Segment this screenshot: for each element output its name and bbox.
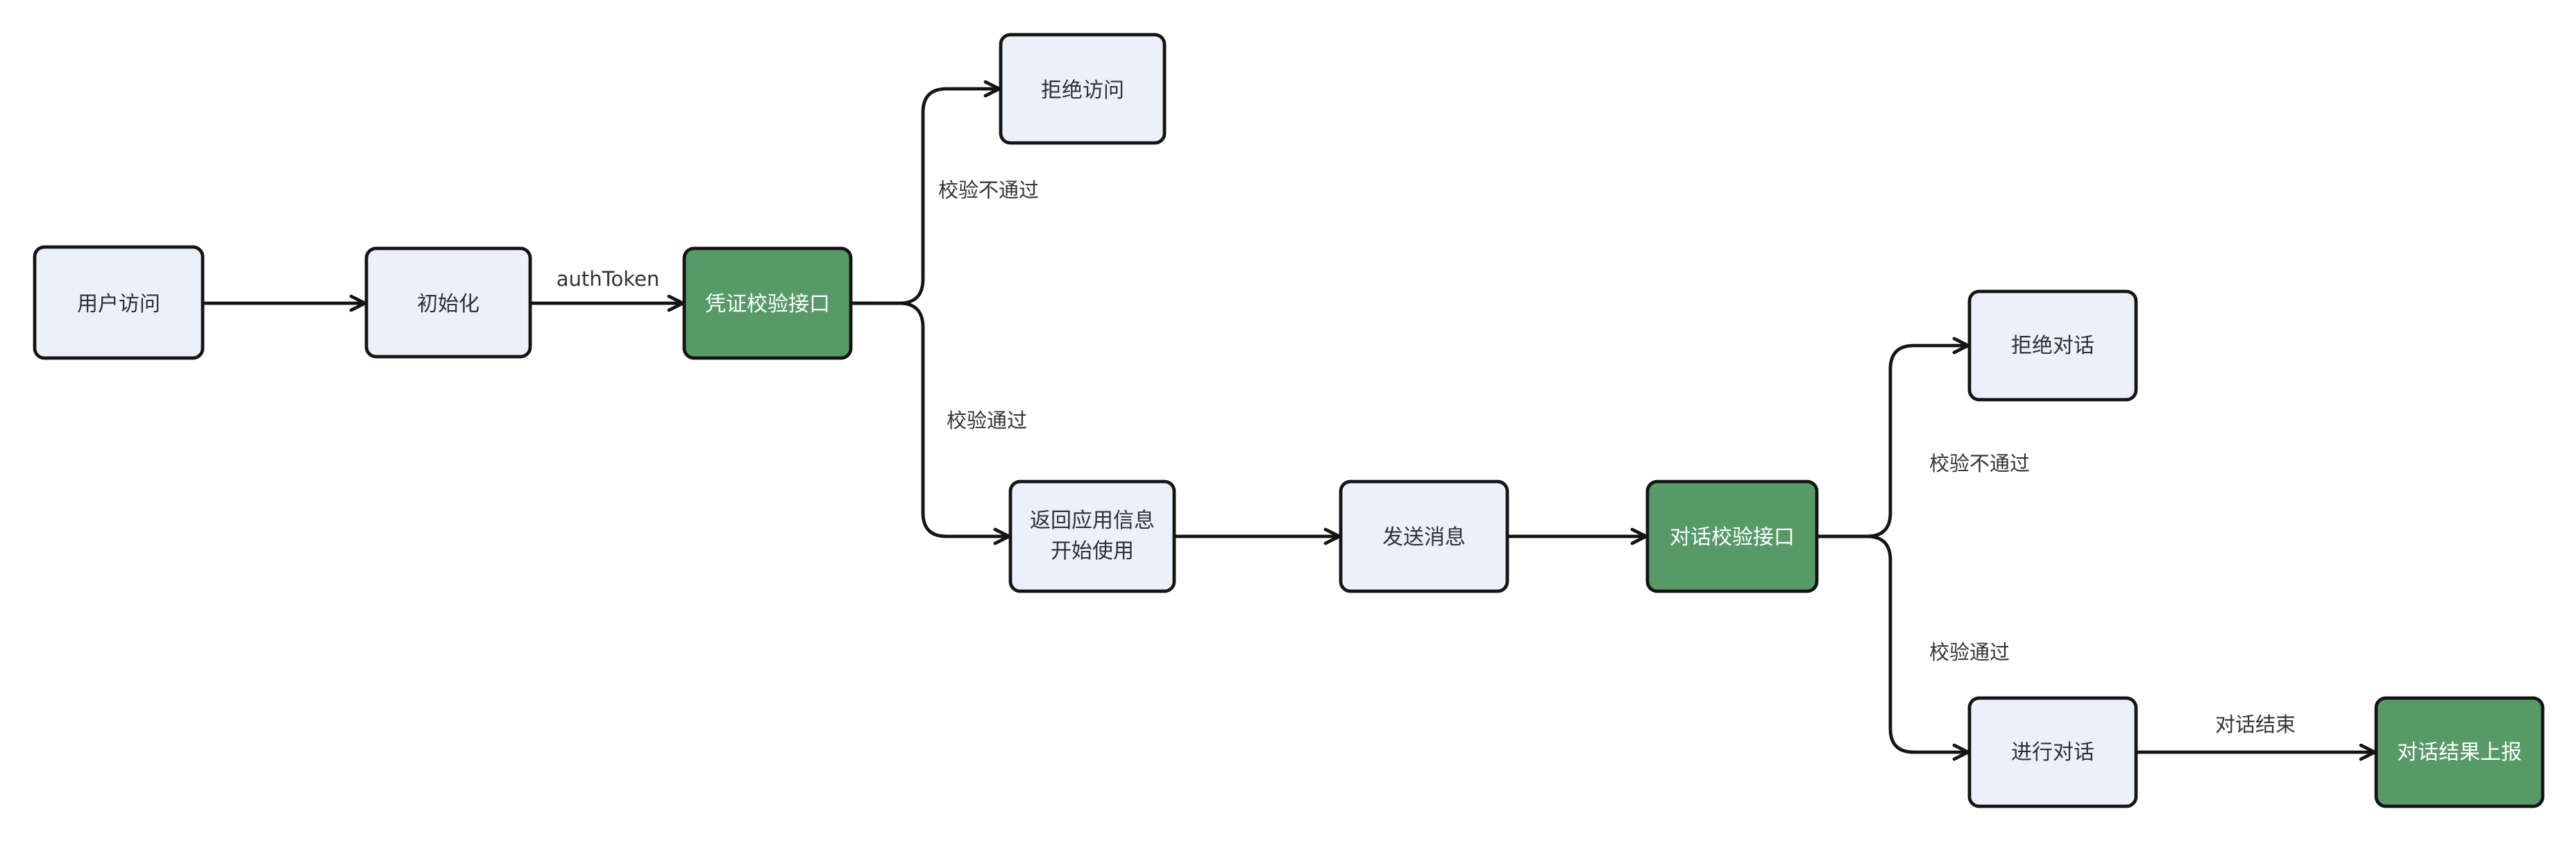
- svg-text:对话校验接口: 对话校验接口: [1670, 525, 1795, 550]
- edge-dialog-check-to-deny-dialog: [1817, 337, 1970, 538]
- svg-text:凭证校验接口: 凭证校验接口: [705, 292, 830, 316]
- node-report-result: 对话结果上报: [2374, 696, 2545, 808]
- svg-text:用户访问: 用户访问: [77, 292, 160, 316]
- edge-credential-check-to-return-app-info: [851, 301, 1011, 545]
- node-init: 初始化: [364, 246, 532, 359]
- svg-text:发送消息: 发送消息: [1382, 525, 1466, 550]
- svg-text:拒绝对话: 拒绝对话: [2011, 334, 2094, 358]
- edge-label-check-pass-2: 校验通过: [1929, 640, 2010, 664]
- edge-label-dialog-end: 对话结束: [2215, 713, 2296, 736]
- edge-label-check-fail-2: 校验不通过: [1929, 452, 2030, 475]
- node-do-dialog: 进行对话: [1967, 696, 2138, 808]
- node-user-access: 用户访问: [33, 245, 205, 360]
- node-return-app-info: 返回应用信息开始使用: [1008, 479, 1176, 593]
- svg-text:初始化: 初始化: [417, 292, 480, 316]
- node-deny-access: 拒绝访问: [999, 33, 1167, 145]
- svg-text:对话结果上报: 对话结果上报: [2397, 740, 2522, 765]
- node-deny-dialog: 拒绝对话: [1967, 289, 2138, 402]
- node-dialog-check: 对话校验接口: [1645, 479, 1819, 593]
- edge-label-auth-token: authToken: [557, 267, 659, 291]
- edge-label-check-pass-1: 校验通过: [947, 409, 1027, 432]
- edge-credential-check-to-deny-access: [851, 80, 1001, 305]
- svg-text:拒绝访问: 拒绝访问: [1041, 78, 1124, 103]
- svg-text:进行对话: 进行对话: [2011, 740, 2094, 765]
- node-send-message: 发送消息: [1339, 479, 1509, 593]
- svg-text:返回应用信息开始使用: 返回应用信息开始使用: [1030, 509, 1155, 563]
- edge-label-check-fail-1: 校验不通过: [938, 178, 1039, 202]
- edge-dialog-check-to-do-dialog: [1817, 534, 1970, 761]
- node-credential-check: 凭证校验接口: [682, 246, 853, 360]
